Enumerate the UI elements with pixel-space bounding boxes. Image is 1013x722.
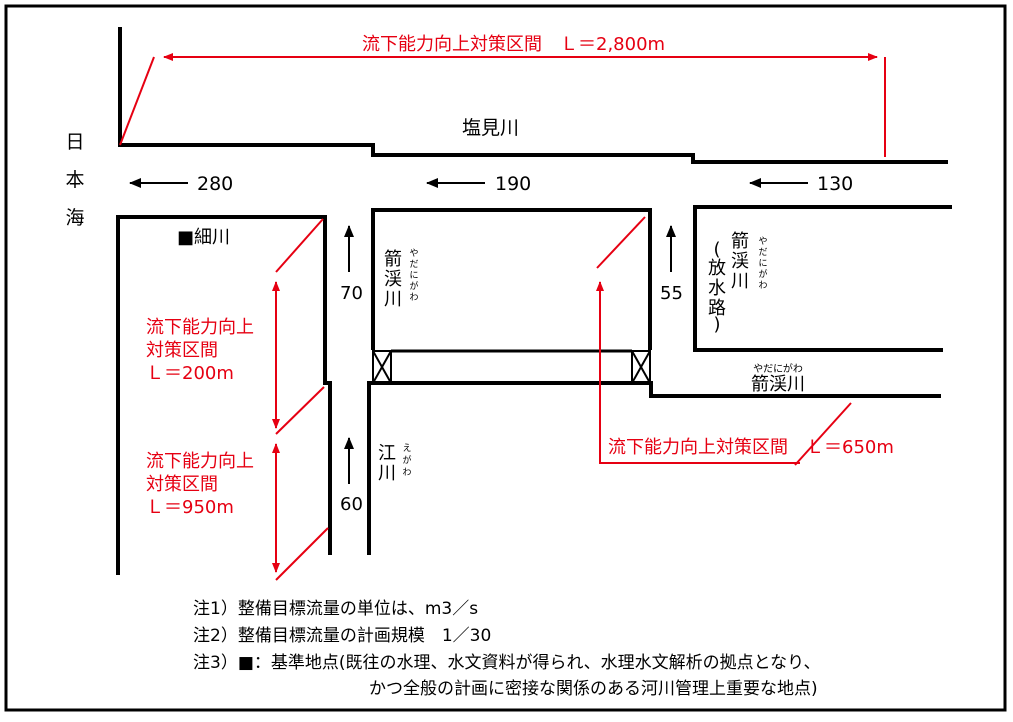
- yadani-north-name-1: 箭: [384, 249, 402, 270]
- floodway-furi-5: わ: [758, 280, 767, 291]
- s2800-tick-left: [119, 56, 155, 146]
- s950-label-1: 流下能力向上: [146, 451, 254, 472]
- s950-label-2: 対策区間: [146, 474, 218, 495]
- floodway-name-3: 川: [731, 271, 749, 292]
- egawa-name-1: 江: [378, 443, 396, 464]
- floodway-furi-4: が: [758, 268, 767, 280]
- flow-55-label: 55: [660, 283, 683, 304]
- culvert-right: [631, 350, 651, 384]
- yadani-north-furi-4: が: [409, 280, 418, 292]
- egawa-furi-2: が: [402, 454, 411, 466]
- flow-70-label: 70: [340, 283, 363, 304]
- s650-tick-right: [794, 402, 852, 466]
- flow-130-label: 130: [817, 173, 853, 195]
- note-3-continued: かつ全般の計画に密接な関係のある河川管理上重要な地点): [369, 679, 818, 699]
- flow-280-label: 280: [197, 173, 233, 195]
- sea-label-3: 海: [65, 207, 84, 229]
- s950-tick-bottom: [275, 527, 329, 581]
- floodway-paren-3: 路: [708, 298, 726, 319]
- s200-label-1: 流下能力向上: [146, 317, 254, 338]
- river-banks: [116, 27, 952, 575]
- s200-tick-top: [275, 218, 324, 273]
- flow-190-label: 190: [495, 173, 531, 195]
- culverts: [372, 349, 651, 384]
- yadani-north-furi-3: に: [409, 270, 418, 281]
- s200-label-2: 対策区間: [146, 340, 218, 361]
- floodway-bank: [693, 205, 952, 352]
- yadani-north-furi-1: や: [409, 248, 418, 259]
- yadani-lower-name: 箭渓川: [751, 374, 805, 395]
- s200-label-3: Ｌ＝200m: [146, 363, 234, 384]
- egawa-name-2: 川: [378, 463, 396, 484]
- yadani-north-name-3: 川: [384, 289, 402, 310]
- sea-label-2: 本: [65, 169, 84, 191]
- s650-tick-left: [596, 216, 646, 269]
- floodway-paren-close: ): [713, 314, 720, 335]
- floodway-name-2: 渓: [731, 251, 749, 272]
- culvert-left: [372, 350, 392, 384]
- notes: 注1）整備目標流量の単位は、m3／s 注2）整備目標流量の計画規模 1／30 注…: [193, 599, 821, 699]
- section-labels: 流下能力向上対策区間 Ｌ＝2,800m 流下能力向上 対策区間 Ｌ＝200m 流…: [146, 34, 894, 518]
- yadani-north-name-2: 渓: [384, 269, 402, 290]
- note-1: 注1）整備目標流量の単位は、m3／s: [193, 599, 478, 619]
- note-2: 注2）整備目標流量の計画規模 1／30: [193, 626, 491, 646]
- yadani-north-furi-2: だ: [409, 259, 418, 270]
- outer-border: [4, 4, 1007, 712]
- egawa-bank: [367, 381, 941, 555]
- floodway-paren-1: 放: [708, 258, 726, 279]
- s950-label-3: Ｌ＝950m: [146, 497, 234, 518]
- floodway-paren-2: 水: [708, 278, 726, 299]
- floodway-furi-2: だ: [758, 247, 767, 258]
- s200-tick-mid: [275, 386, 325, 435]
- hosokawa-bank: [116, 215, 332, 575]
- s650-line: [599, 284, 800, 464]
- note-3: 注3）■：基準地点(既往の水理、水文資料が得られ、水理水文解析の拠点となり、: [193, 653, 821, 673]
- flow-60-label: 60: [340, 494, 363, 515]
- egawa-furi-3: わ: [402, 467, 411, 478]
- shiomi-river-name: 塩見川: [462, 117, 519, 139]
- floodway-furi-1: や: [758, 236, 767, 247]
- yadani-north-bank: [371, 208, 652, 350]
- s2800-label: 流下能力向上対策区間 Ｌ＝2,800m: [362, 34, 665, 55]
- egawa-furi-1: え: [402, 443, 411, 454]
- s650-label: 流下能力向上対策区間 Ｌ＝650m: [608, 437, 894, 458]
- hosokawa-marker: ■細川: [177, 227, 230, 248]
- labels: 日 本 海 塩見川 280 190 130 ■細川 箭 渓 川 や だ に が …: [65, 117, 853, 515]
- floodway-furi-3: に: [758, 258, 767, 269]
- flow-arrows: [129, 178, 808, 484]
- floodway-paren-open: (: [713, 239, 720, 260]
- red-sections: [119, 53, 886, 581]
- sea-label-1: 日: [65, 131, 84, 153]
- yadani-north-furi-5: わ: [409, 292, 418, 303]
- yadani-lower-furigana: やだにがわ: [753, 362, 803, 375]
- floodway-name-1: 箭: [731, 231, 749, 252]
